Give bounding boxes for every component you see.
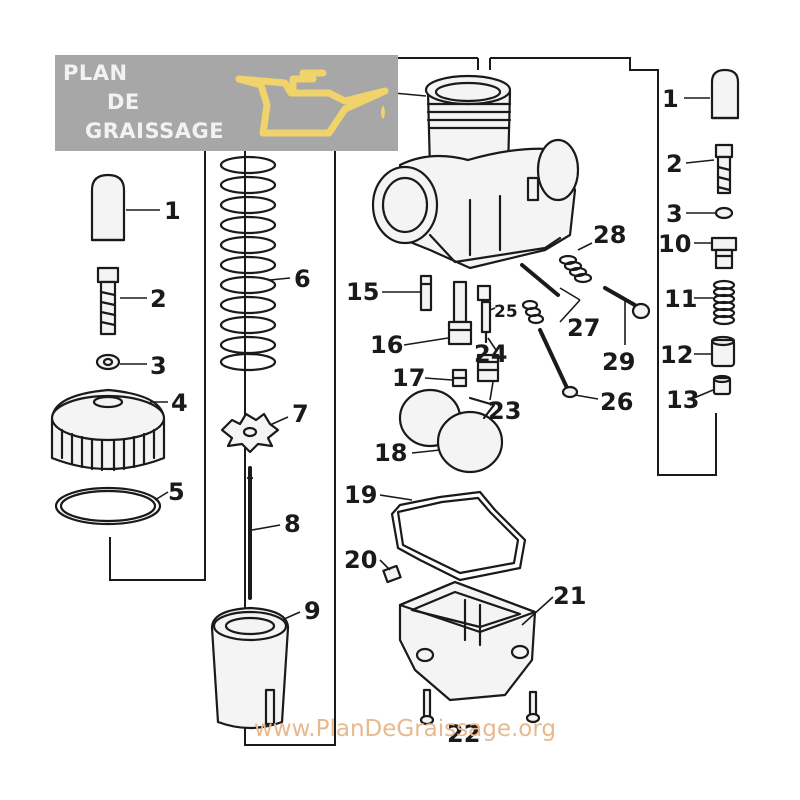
label-13: 13 bbox=[666, 386, 699, 414]
rubber-cap-right bbox=[710, 68, 740, 120]
label-26: 26 bbox=[600, 388, 633, 416]
float-pair bbox=[398, 388, 504, 474]
label-24: 24 bbox=[474, 340, 507, 368]
throttle-slide bbox=[210, 606, 290, 730]
label-10: 10 bbox=[658, 230, 691, 258]
logo-line-3: GRAISSAGE bbox=[85, 119, 225, 143]
label-22: 22 bbox=[447, 720, 480, 748]
label-2-left: 2 bbox=[150, 285, 167, 313]
drain-plug bbox=[382, 564, 402, 584]
label-28: 28 bbox=[593, 221, 626, 249]
float-bowl-gasket bbox=[390, 490, 527, 582]
logo-line-2: DE bbox=[107, 90, 140, 114]
label-25: 25 bbox=[494, 302, 518, 322]
label-3-left: 3 bbox=[150, 352, 167, 380]
label-9: 9 bbox=[304, 597, 321, 625]
label-17: 17 bbox=[392, 364, 425, 392]
needle-jet bbox=[447, 280, 473, 346]
part-labels: 1 2 3 4 5 6 7 8 9 14 15 16 17 18 19 20 2… bbox=[150, 79, 699, 748]
adjuster-screw-left bbox=[96, 266, 120, 336]
return-spring bbox=[219, 155, 277, 372]
logo-line-1: PLAN bbox=[63, 61, 128, 85]
adjuster-screw-right bbox=[714, 143, 734, 195]
o-ring-left bbox=[54, 486, 162, 526]
oil-can-icon bbox=[235, 69, 389, 137]
idle-rod bbox=[520, 263, 560, 297]
float-bowl bbox=[398, 580, 537, 702]
label-18: 18 bbox=[374, 439, 407, 467]
air-screw bbox=[538, 328, 579, 399]
label-1-right: 1 bbox=[662, 85, 679, 113]
plan-de-graissage-logo: PLAN DE GRAISSAGE bbox=[55, 55, 398, 151]
jet-needle bbox=[246, 466, 254, 600]
choke-seal bbox=[712, 374, 732, 396]
label-27: 27 bbox=[567, 314, 600, 342]
label-4: 4 bbox=[171, 389, 188, 417]
pilot-jet bbox=[419, 274, 433, 312]
label-5: 5 bbox=[168, 478, 185, 506]
label-11: 11 bbox=[664, 285, 697, 313]
label-12: 12 bbox=[660, 341, 693, 369]
label-29: 29 bbox=[602, 348, 635, 376]
watermark-text: www.PlanDeGraissage.org bbox=[253, 716, 557, 742]
label-19: 19 bbox=[344, 481, 377, 509]
label-16: 16 bbox=[370, 331, 403, 359]
label-1-left: 1 bbox=[164, 197, 181, 225]
needle-seat bbox=[476, 353, 500, 383]
label-15: 15 bbox=[346, 278, 379, 306]
air-screw-spring bbox=[521, 299, 545, 325]
main-jet bbox=[451, 368, 468, 388]
choke-spring bbox=[712, 279, 736, 326]
needle-clip-plate bbox=[220, 412, 280, 454]
bowl-screws bbox=[419, 688, 541, 726]
label-6: 6 bbox=[294, 265, 311, 293]
locknut-left bbox=[95, 353, 121, 371]
label-2-right: 2 bbox=[666, 150, 683, 178]
cable-nut bbox=[710, 236, 738, 270]
label-7: 7 bbox=[292, 400, 309, 428]
idle-screw bbox=[603, 286, 651, 320]
label-8: 8 bbox=[284, 510, 301, 538]
label-3-right: 3 bbox=[666, 200, 683, 228]
label-20: 20 bbox=[344, 546, 377, 574]
label-21: 21 bbox=[553, 582, 586, 610]
washer-right bbox=[714, 206, 734, 220]
carburetor-body bbox=[371, 74, 580, 270]
choke-plunger bbox=[710, 335, 736, 368]
leader-lines bbox=[120, 91, 715, 626]
label-23: 23 bbox=[488, 397, 521, 425]
mixing-chamber-cap bbox=[50, 388, 166, 472]
float-pin bbox=[480, 300, 492, 344]
idle-screw-spring bbox=[558, 254, 593, 284]
rubber-cap-left bbox=[90, 173, 126, 242]
